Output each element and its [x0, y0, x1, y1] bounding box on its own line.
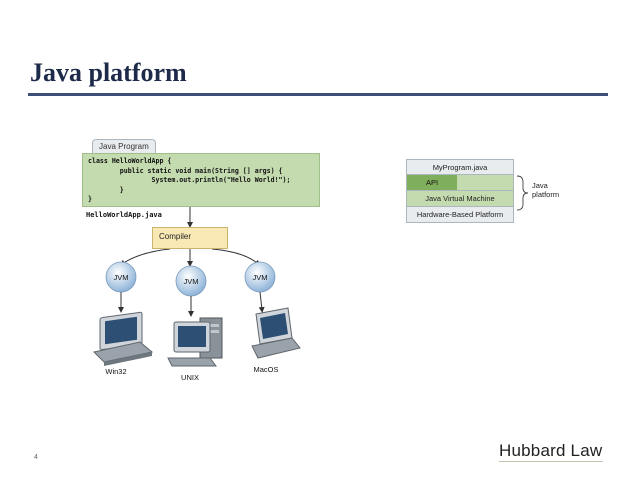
platform-bracket	[516, 175, 529, 211]
layer-program: MyProgram.java	[406, 159, 514, 175]
slide-title: Java platform	[30, 58, 187, 87]
logo-underline	[499, 461, 603, 462]
compiler-to-jvm-left	[119, 248, 171, 266]
java-code-box: class HelloWorldApp { public static void…	[82, 153, 320, 207]
page-number: 4	[34, 454, 38, 461]
code-line: }	[88, 185, 124, 194]
java-platform-label: Java platform	[532, 181, 559, 199]
code-line: System.out.println("Hello World!");	[88, 176, 291, 185]
os-label-macos: MacOS	[253, 365, 279, 374]
jvm-label-right: JVM	[252, 273, 268, 282]
compiler-box: Compiler	[152, 227, 228, 249]
code-line: public static void main(String [] args) …	[88, 166, 283, 175]
jvm-to-macos-arrow	[258, 291, 265, 313]
platform-label-line1: Java	[532, 181, 548, 190]
platform-stack: MyProgram.java API Java Virtual Machine …	[406, 159, 514, 223]
java-program-tab: Java Program	[92, 139, 156, 154]
code-line: }	[88, 195, 92, 204]
os-label-win32: Win32	[105, 367, 127, 376]
win32-computer-icon	[92, 311, 154, 366]
compiler-to-jvm-right	[211, 248, 261, 267]
layer-hardware: Hardware-Based Platform	[406, 207, 514, 223]
code-line: class HelloWorldApp {	[88, 157, 172, 165]
layer-api: API	[407, 175, 457, 190]
platform-label-line2: platform	[532, 190, 560, 199]
hubbard-law-logo: Hubbard Law	[499, 441, 603, 460]
jvm-label-center: JVM	[183, 277, 199, 286]
layer-api-filler	[457, 175, 513, 190]
os-label-unix: UNIX	[181, 373, 199, 382]
macos-laptop-icon	[251, 307, 301, 359]
jvm-label-left: JVM	[113, 273, 129, 282]
layer-jvm: Java Virtual Machine	[406, 191, 514, 207]
title-divider	[28, 93, 608, 96]
source-filename: HelloWorldApp.java	[86, 211, 162, 219]
unix-computer-icon	[167, 317, 223, 367]
layer-api-row: API	[406, 175, 514, 191]
